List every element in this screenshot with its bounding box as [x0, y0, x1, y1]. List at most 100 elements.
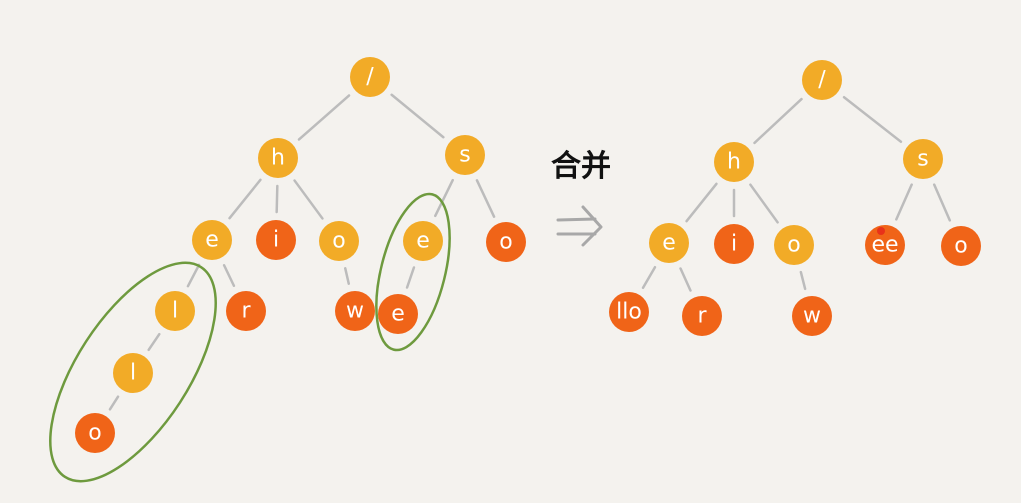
left-node-label-hel: l [172, 299, 178, 324]
left-node-her: r [226, 291, 266, 331]
right-node-circle-see [865, 225, 905, 265]
left-edge-s-se [434, 178, 454, 218]
left-node-label-her: r [241, 299, 251, 324]
right-node-circle-how [792, 296, 832, 336]
right-node-label-see: ee [871, 233, 898, 258]
left-node-how: w [335, 291, 375, 331]
right-edge-root-s [842, 96, 903, 143]
right-edge-he-hello [641, 265, 657, 290]
right-node-s: s [903, 139, 943, 179]
left-edge-he-hel [186, 263, 201, 288]
right-node-so: o [941, 226, 981, 266]
right-edge-root-h [753, 97, 803, 145]
left-node-circle-hi [256, 220, 296, 260]
left-node-hel: l [155, 291, 195, 331]
left-edge-root-s [390, 93, 445, 139]
right-node-label-he: e [662, 231, 676, 256]
right-node-label-her: r [697, 304, 707, 329]
right-node-how: w [792, 296, 832, 336]
right-node-he: e [649, 223, 689, 263]
left-node-h: h [258, 138, 298, 178]
left-edge-root-h [297, 94, 351, 141]
right-node-label-hi: i [731, 232, 737, 257]
left-node-so: o [486, 222, 526, 262]
right-node-hello: llo [609, 292, 649, 332]
right-node-circle-hi [714, 224, 754, 264]
right-edge-he-her [679, 267, 692, 292]
left-node-label-how: w [346, 299, 364, 324]
left-node-label-hello: o [88, 421, 101, 446]
left-node-circle-see [378, 294, 418, 334]
right-edge-s-so [932, 183, 952, 222]
left-node-circle-hel [155, 291, 195, 331]
left-node-label-h: h [271, 146, 285, 171]
left-node-circle-s [445, 135, 485, 175]
right-node-label-ho: o [787, 233, 800, 258]
right-node-label-hello: llo [616, 300, 642, 325]
tree-edges [108, 93, 952, 411]
right-node-circle-ho [774, 225, 814, 265]
left-node-label-ho: o [332, 229, 345, 254]
right-node-ho: o [774, 225, 814, 265]
left-edge-hell-hello [108, 395, 120, 411]
merge-caption: 合并 [551, 149, 611, 184]
right-edge-h-ho [749, 183, 779, 224]
right-node-root: / [802, 60, 842, 100]
left-node-label-root: / [366, 65, 374, 90]
left-node-label-he: e [205, 228, 219, 253]
left-node-circle-how [335, 291, 375, 331]
left-node-circle-se [403, 221, 443, 261]
left-node-label-se: e [416, 229, 430, 254]
left-edge-h-he [228, 178, 262, 220]
left-node-circle-so [486, 222, 526, 262]
left-edge-h-ho [293, 179, 324, 220]
left-node-he: e [192, 220, 232, 260]
right-node-hi: i [714, 224, 754, 264]
left-node-circle-hell [113, 353, 153, 393]
left-node-hell: l [113, 353, 153, 393]
highlight-ellipse-llo [49, 261, 217, 483]
right-edge-h-he [685, 182, 718, 223]
left-edge-hel-hell [147, 332, 161, 352]
double-arrow-right-icon [556, 205, 603, 247]
right-edge-s-see [895, 183, 913, 221]
right-node-label-so: o [954, 234, 967, 259]
left-node-label-s: s [459, 143, 470, 168]
tree-nodes: / h s e i o e o l r w e l o / h s e i o ee o llo r w [75, 57, 981, 453]
left-node-se: e [403, 221, 443, 261]
right-node-circle-her [682, 296, 722, 336]
right-node-see: ee [865, 225, 905, 265]
left-edge-he-her [222, 264, 236, 287]
left-edge-h-hi [275, 184, 279, 214]
right-node-circle-hello [609, 292, 649, 332]
left-node-label-so: o [499, 230, 512, 255]
left-node-ho: o [319, 221, 359, 261]
left-edge-se-see [405, 266, 416, 289]
right-node-label-root: / [818, 68, 826, 93]
left-edge-s-so [475, 179, 496, 218]
left-node-label-hi: i [273, 228, 279, 253]
right-node-circle-he [649, 223, 689, 263]
right-node-label-how: w [803, 304, 821, 329]
left-node-hello: o [75, 413, 115, 453]
right-node-h: h [714, 142, 754, 182]
left-node-circle-he [192, 220, 232, 260]
right-edge-ho-how [799, 270, 807, 291]
left-node-s: s [445, 135, 485, 175]
right-node-label-s: s [917, 147, 928, 172]
left-node-circle-root [350, 57, 390, 97]
left-node-circle-h [258, 138, 298, 178]
left-node-hi: i [256, 220, 296, 260]
left-node-root: / [350, 57, 390, 97]
right-node-label-h: h [727, 150, 741, 175]
right-node-circle-h [714, 142, 754, 182]
merge-highlights [49, 192, 451, 483]
left-node-circle-hello [75, 413, 115, 453]
right-node-her: r [682, 296, 722, 336]
left-node-label-hell: l [130, 361, 136, 386]
left-edge-ho-how [343, 267, 351, 285]
left-node-see: e [378, 294, 418, 334]
left-node-label-see: e [391, 302, 405, 327]
